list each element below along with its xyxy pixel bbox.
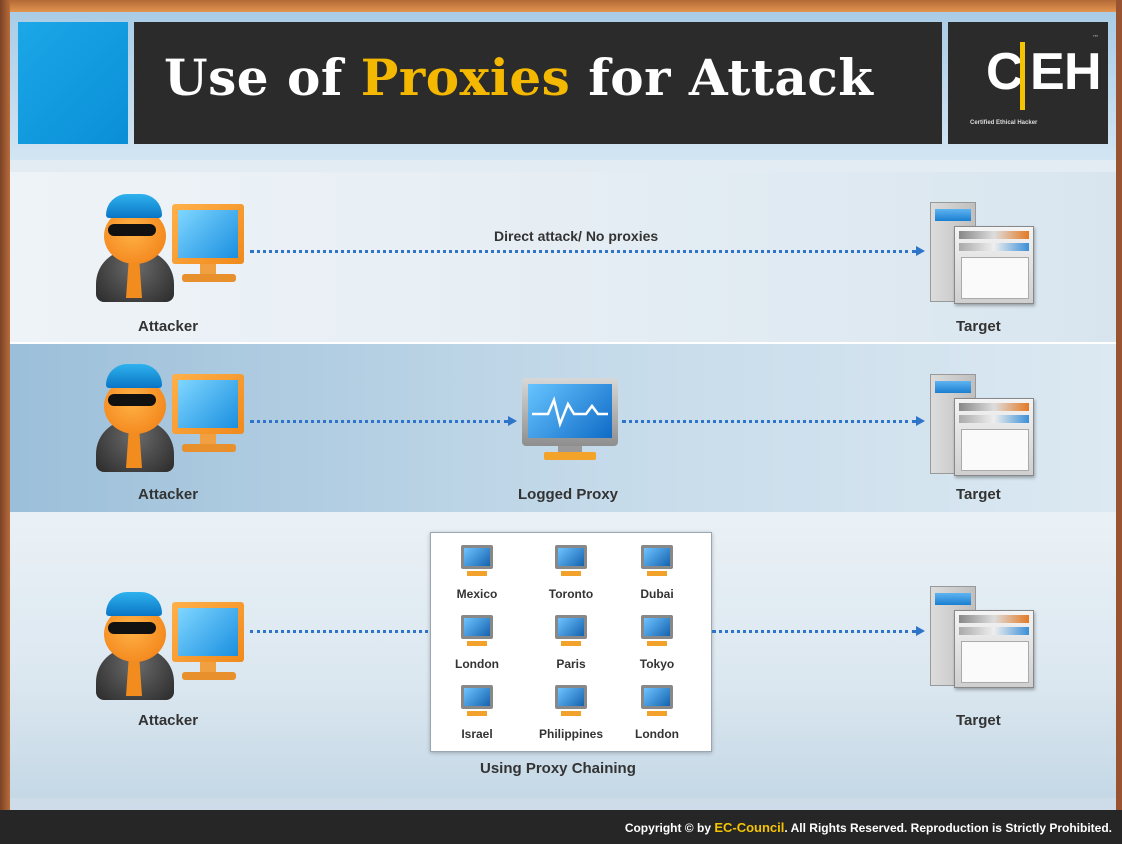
proxy-label: Logged Proxy	[518, 486, 619, 503]
target-server-icon	[930, 586, 1034, 694]
target-label: Target	[956, 486, 1001, 503]
arrowhead-icon	[508, 416, 517, 426]
title-text-pre: Use of	[164, 48, 361, 107]
title-highlight: Proxies	[360, 48, 571, 107]
logo-letter-c: C	[986, 43, 1024, 101]
logo-letter-h: H	[1064, 43, 1102, 101]
attacker-icon	[96, 592, 256, 704]
attacker-label: Attacker	[138, 318, 199, 335]
attacker-icon	[96, 364, 256, 476]
ec-council-brand: EC-Council	[714, 820, 785, 835]
logged-proxy-icon	[522, 378, 618, 464]
frame-left	[0, 0, 10, 844]
attacker-to-proxy-line	[250, 420, 508, 423]
pulse-graph-icon	[532, 396, 608, 429]
city-label: Paris	[556, 657, 586, 671]
frame-top	[0, 0, 1122, 12]
attacker-to-chain-line	[250, 630, 428, 633]
proxy-mini-icon	[457, 685, 497, 725]
city-label: London	[455, 657, 499, 671]
target-label: Target	[956, 712, 1001, 729]
logo-trademark: ™	[1092, 34, 1099, 42]
proxy-mini-icon	[551, 545, 591, 585]
city-label: Dubai	[640, 587, 674, 601]
arrowhead-icon	[916, 416, 925, 426]
frame-right	[1116, 0, 1122, 844]
attacker-label: Attacker	[138, 486, 199, 503]
row-direct-attack: Attacker Direct attack/ No proxies Targe…	[10, 172, 1116, 350]
chain-label: Using Proxy Chaining	[480, 760, 636, 777]
footer: Copyright © by EC-Council. All Rights Re…	[0, 810, 1122, 844]
ceh-logo: C E H ™ Certified Ethical Hacker	[948, 22, 1108, 144]
city-label: Israel	[461, 727, 493, 741]
proxy-chain-panel: Mexico Toronto Dubai London Paris Tokyo …	[430, 532, 712, 752]
copyright-pre: Copyright © by	[624, 821, 715, 835]
logo-subtitle: Certified Ethical Hacker	[970, 120, 1038, 126]
attacker-monitor	[172, 204, 244, 264]
target-server-icon	[930, 374, 1034, 482]
logo-letter-e: E	[1030, 43, 1065, 101]
city-label: London	[635, 727, 679, 741]
city-label: Philippines	[538, 727, 603, 741]
logo-divider	[1020, 42, 1025, 110]
attacker-icon	[96, 194, 256, 306]
slide: Use of Proxies for Attack C E H ™ Certif…	[10, 12, 1116, 810]
target-label: Target	[956, 318, 1001, 335]
proxy-to-target-line	[622, 420, 916, 423]
title-bar: Use of Proxies for Attack	[134, 22, 942, 144]
city-label: Mexico	[456, 587, 498, 601]
header-band: Use of Proxies for Attack C E H ™ Certif…	[10, 12, 1116, 160]
copyright-post: . All Rights Reserved. Reproduction is S…	[784, 821, 1112, 835]
proxy-mini-icon	[637, 615, 677, 655]
city-label: Toronto	[548, 587, 594, 601]
edge-label-direct: Direct attack/ No proxies	[494, 228, 659, 244]
proxy-mini-icon	[457, 615, 497, 655]
proxy-mini-icon	[637, 545, 677, 585]
row-logged-proxy: Attacker Logged Proxy Target	[10, 342, 1116, 514]
arrowhead-icon	[916, 626, 925, 636]
chain-to-target-line	[712, 630, 916, 633]
proxy-mini-icon	[457, 545, 497, 585]
header-blue-square	[18, 22, 128, 144]
proxy-mini-icon	[637, 685, 677, 725]
copyright-text: Copyright © by EC-Council. All Rights Re…	[625, 820, 1112, 835]
arrowhead-icon	[916, 246, 925, 256]
proxy-mini-icon	[551, 615, 591, 655]
title-text-post: for Attack	[570, 48, 874, 107]
target-server-icon	[930, 202, 1034, 310]
city-label: Tokyo	[639, 657, 675, 671]
direct-attack-arrow-line	[250, 250, 916, 253]
proxy-mini-icon	[551, 685, 591, 725]
row-proxy-chaining: Attacker Mexico Toronto Dubai London Par…	[10, 512, 1116, 798]
page-title: Use of Proxies for Attack	[164, 48, 873, 107]
attacker-label: Attacker	[138, 712, 199, 729]
